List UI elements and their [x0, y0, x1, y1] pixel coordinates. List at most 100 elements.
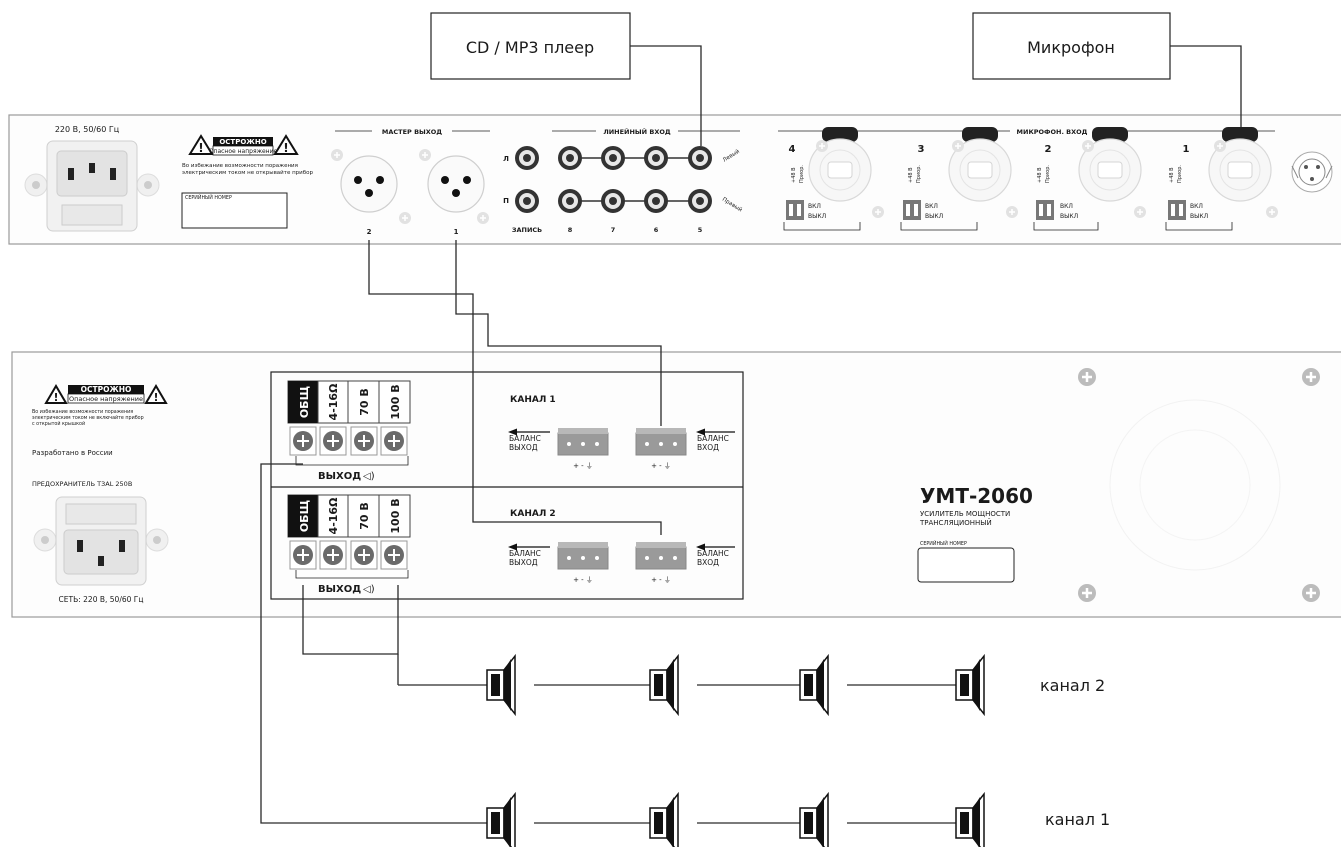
pin-labels: + - ⏚ — [651, 462, 671, 470]
terminal-4-16-label: 4-16Ω — [327, 383, 340, 421]
amp-serial-label: СЕРИЙНЫЙ НОМЕР — [920, 540, 967, 547]
speaker-icon — [799, 655, 829, 715]
model-desc-2: ТРАНСЛЯЦИОННЫЙ — [919, 518, 992, 527]
warning-triangle-icon — [188, 134, 214, 155]
speaker-icon — [955, 655, 985, 715]
mic-channel-3: 3 +48 В Приор. ВКЛ ВЫКЛ — [900, 126, 1019, 231]
master-output-title: МАСТЕР ВЫХОД — [382, 128, 442, 136]
master-out-1-xlr — [427, 155, 485, 213]
on-label: ВКЛ — [1060, 203, 1073, 210]
microphone-box: Микрофон — [972, 12, 1171, 80]
mic-number: 4 — [789, 144, 796, 155]
master-number-2: 2 — [367, 228, 372, 236]
bal-in-label-2: ВХОД — [697, 558, 719, 567]
terminal-screw — [350, 426, 378, 456]
bal-out-label-1: БАЛАНС — [509, 549, 541, 558]
channel-1-speaker-label: канал 1 — [1045, 810, 1110, 829]
cd-player-label: CD / MP3 плеер — [466, 38, 594, 57]
terminal-4-16-label: 4-16Ω — [327, 497, 340, 535]
preamp-warning-subtitle: Опасное напряжение — [209, 148, 278, 155]
speakers-channel-1: канал 1 — [486, 793, 1110, 847]
preamp-warning: ! ОСТРОЖНО Опасное напряжение ! Во избеж… — [181, 134, 314, 229]
speaker-icon — [799, 793, 829, 847]
amp-warning-text-1: Во избежание возможности поражения — [32, 409, 133, 415]
terminal-100v-label: 100 В — [389, 384, 402, 419]
master-out-2-xlr — [340, 155, 398, 213]
line-number-6: 6 — [654, 226, 659, 234]
pin-labels: + - ⏚ — [651, 576, 671, 584]
line-number-8: 8 — [568, 226, 573, 234]
made-in-label: Разработано в России — [32, 449, 113, 457]
master-number-1: 1 — [454, 228, 459, 236]
terminal-common-label: ОБЩ — [298, 386, 311, 418]
rca-right-label: П — [503, 197, 509, 205]
amplifier-rear-panel: ! ОСТРОЖНО Опасное напряжение ! Во избеж… — [11, 351, 1341, 618]
speakers-channel-2: канал 2 — [486, 655, 1105, 715]
channel-1-balanced-io: КАНАЛ 1 БАЛАНС ВЫХОД + - ⏚ + - ⏚ БАЛАНС … — [508, 395, 735, 470]
off-label: ВЫКЛ — [925, 213, 943, 220]
line-input-title: ЛИНЕЙНЫЙ ВХОД — [603, 127, 671, 136]
bal-out-label-2: ВЫХОД — [509, 558, 538, 567]
balanced-input-connector — [635, 427, 687, 456]
output-label: ВЫХОД — [318, 471, 361, 482]
channel-2-speaker-label: канал 2 — [1040, 676, 1105, 695]
preamp-rear-panel: 220 В, 50/60 Гц ! ОСТРОЖНО Опасное напря… — [8, 114, 1341, 245]
preamp-power-label: 220 В, 50/60 Гц — [55, 125, 120, 134]
warning-triangle-icon — [144, 384, 168, 404]
speaker-icon: ◁) — [363, 471, 375, 482]
speaker-icon — [649, 655, 679, 715]
signal-wires — [368, 45, 1242, 535]
fuse-label: ПРЕДОХРАНИТЕЛЬ Т3AL 250В — [32, 480, 132, 488]
balanced-input-connector — [635, 541, 687, 570]
phantom-label: +48 В — [1037, 167, 1043, 183]
mic-channel-4: 4 +48 В Приор. ВКЛ ВЫКЛ — [783, 126, 885, 231]
preamp-serial-label: СЕРИЙНЫЙ НОМЕР — [185, 194, 232, 201]
speaker-icon — [955, 793, 985, 847]
bal-in-label-1: БАЛАНС — [697, 434, 729, 443]
channel-2-label: КАНАЛ 2 — [510, 509, 556, 519]
on-label: ВКЛ — [808, 203, 821, 210]
priority-label: Приор. — [799, 165, 805, 183]
phantom-label: +48 В — [908, 167, 914, 183]
terminal-screw — [289, 426, 317, 456]
preamp-warning-title: ОСТРОЖНО — [219, 138, 266, 146]
terminal-70v-label: 70 В — [358, 388, 371, 416]
rca-record-l — [515, 146, 539, 170]
rca-record-r — [515, 189, 539, 213]
amp-warning-text-3: с открытой крышкой — [32, 420, 85, 427]
channel-1-label: КАНАЛ 1 — [510, 395, 556, 405]
terminal-70v-label: 70 В — [358, 502, 371, 530]
channel-2-speaker-terminals: ОБЩ 4-16Ω 70 В 100 В ВЫХОД ◁) — [287, 494, 411, 595]
rca-8-r — [558, 189, 582, 213]
speaker-icon: ◁) — [363, 584, 375, 595]
svg-text:!: ! — [53, 391, 58, 404]
amp-warning-subtitle: Опасное напряжение — [69, 395, 143, 403]
rca-6-r — [644, 189, 668, 213]
speaker-icon — [486, 793, 516, 847]
amp-warning-title: ОСТРОЖНО — [81, 385, 132, 394]
warning-triangle-icon — [273, 134, 299, 155]
terminal-screw — [289, 540, 317, 570]
microphone-label: Микрофон — [1027, 38, 1115, 57]
amp-power-inlet: СЕТЬ: 220 В, 50/60 Гц — [33, 496, 169, 604]
pin-labels: + - ⏚ — [573, 462, 593, 470]
record-label: ЗАПИСЬ — [512, 226, 542, 234]
mic-input-section: МИКРОФОН. ВХОД 4 +48 В Приор. ВКЛ ВЫКЛ 3… — [778, 126, 1333, 231]
pin-labels: + - ⏚ — [573, 576, 593, 584]
amp-branding: УМТ-2060 УСИЛИТЕЛЬ МОЩНОСТИ ТРАНСЛЯЦИОНН… — [917, 484, 1033, 583]
terminal-screw — [350, 540, 378, 570]
line-number-7: 7 — [611, 226, 616, 234]
mic-channel-1: 1 +48 В Приор. ВКЛ ВЫКЛ — [1165, 126, 1279, 231]
speaker-icon — [486, 655, 516, 715]
amp-warning: ! ОСТРОЖНО Опасное напряжение ! Во избеж… — [32, 384, 168, 488]
on-label: ВКЛ — [925, 203, 938, 210]
rca-7-r — [601, 189, 625, 213]
svg-text:!: ! — [153, 391, 158, 404]
warning-triangle-icon — [44, 384, 68, 404]
terminal-100v-label: 100 В — [389, 498, 402, 533]
din-connector — [1291, 151, 1333, 193]
speaker-icon — [649, 793, 679, 847]
preamp-warning-text-2: электрическим током не открывайте прибор — [182, 169, 314, 176]
svg-text:!: ! — [198, 141, 203, 155]
